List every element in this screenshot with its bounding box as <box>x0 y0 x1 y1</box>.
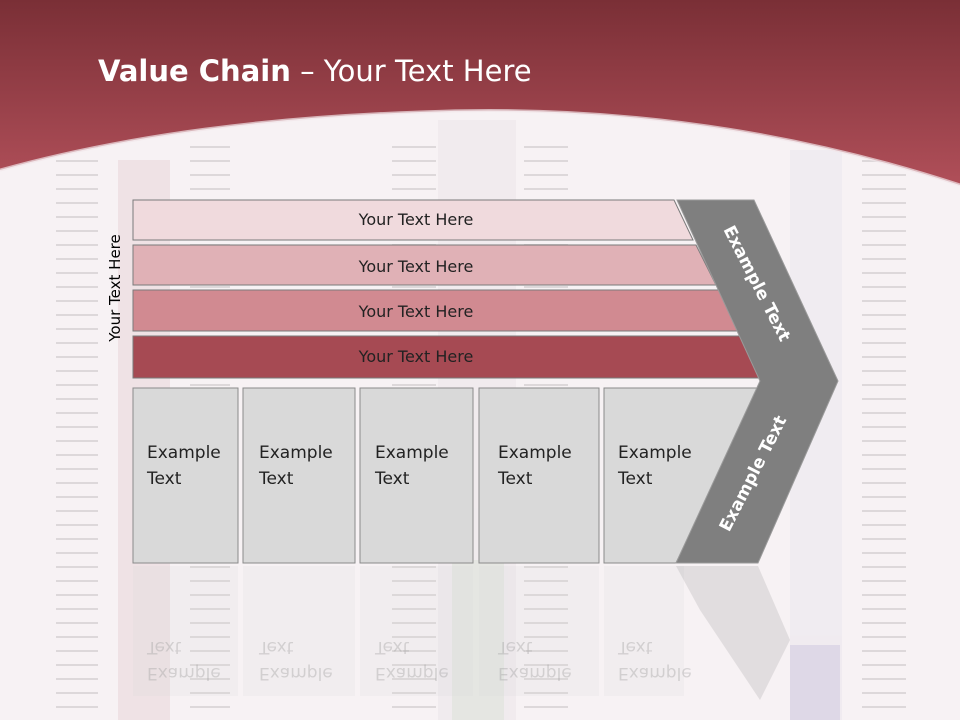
support-bar-3-label: Your Text Here <box>358 302 474 321</box>
support-bar-2-label: Your Text Here <box>358 257 474 276</box>
support-bar-1-label: Your Text Here <box>358 210 474 229</box>
primary-cell-1 <box>132 387 239 564</box>
support-bar-4-label: Your Text Here <box>358 347 474 366</box>
slide-title: Value Chain – Your Text Here <box>98 54 532 88</box>
support-bar-1 <box>132 199 694 241</box>
margin-chevron <box>675 199 839 564</box>
primary-cell-4 <box>478 387 600 564</box>
primary-cell-2 <box>242 387 356 564</box>
primary-cell-3 <box>359 387 474 564</box>
margin-chevron-reflection <box>676 566 790 700</box>
